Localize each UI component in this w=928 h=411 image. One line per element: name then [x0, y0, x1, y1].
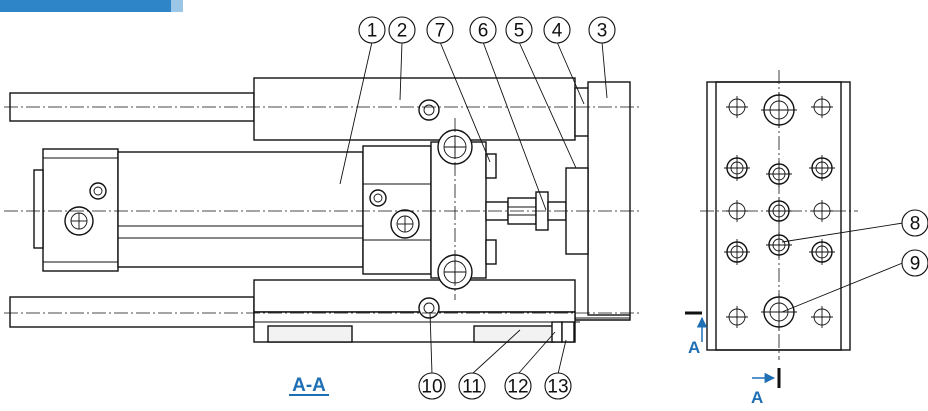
- end-view-hole: [811, 96, 833, 118]
- end-view-hole: [811, 200, 833, 222]
- cylinder-cap-lip: [33, 169, 44, 249]
- balloon-number: 2: [397, 21, 408, 42]
- cut-label-left: A: [688, 338, 700, 357]
- header-tab-fold: [171, 0, 183, 12]
- spacer-4: [574, 87, 590, 137]
- bumper-lower: [485, 239, 497, 265]
- head-port-small: [369, 189, 387, 207]
- balloon-number: 10: [421, 377, 442, 398]
- end-view-hole: [766, 232, 792, 258]
- base-pocket-right: [473, 325, 555, 343]
- cylinder-tube: [117, 151, 364, 268]
- balloon-number: 12: [507, 377, 528, 398]
- balloon-number: 1: [367, 21, 378, 42]
- leader-lines: [339, 41, 906, 375]
- balloon-number: 7: [435, 21, 446, 42]
- balloon-3: 3: [588, 16, 616, 44]
- body-bolt-upper: [418, 99, 440, 121]
- rear-head-block: [362, 145, 432, 275]
- lower-body-block: [253, 279, 576, 313]
- header-tab: [0, 0, 183, 12]
- wiper-13: [561, 321, 575, 343]
- cap-port: [64, 206, 94, 236]
- balloon-2: 2: [388, 16, 416, 44]
- cut-label-bottom: A: [751, 388, 763, 406]
- section-view: [4, 77, 640, 343]
- end-plate: [587, 81, 631, 316]
- cap-port-small: [89, 182, 107, 200]
- balloon-8: 8: [901, 209, 928, 237]
- balloon-number: 4: [552, 21, 563, 42]
- section-title: A-A: [292, 375, 326, 396]
- end-view-hole: [726, 306, 748, 328]
- balloon-13: 13: [544, 372, 572, 400]
- lower-guide-rod: [9, 296, 255, 328]
- upper-body-block: [253, 77, 576, 141]
- end-view-hole: [726, 96, 748, 118]
- balloon-11: 11: [458, 372, 486, 400]
- balloon-4: 4: [543, 16, 571, 44]
- seal-12: [551, 321, 563, 343]
- balloon-6: 6: [469, 16, 497, 44]
- end-view-hole: [724, 239, 750, 265]
- balloon-number: 9: [910, 254, 921, 275]
- cutting-plane-left: A: [685, 311, 708, 357]
- end-view-hole: [766, 198, 792, 224]
- end-view-hole: [811, 306, 833, 328]
- end-view-hole: [766, 161, 792, 187]
- balloon-number: 6: [478, 21, 489, 42]
- cutting-plane-bottom: A: [751, 368, 781, 407]
- balloon-1: 1: [358, 16, 386, 44]
- balloon-7: 7: [426, 16, 454, 44]
- bumper-7: [485, 153, 497, 179]
- end-view-hole: [724, 155, 750, 181]
- balloon-12: 12: [504, 372, 532, 400]
- balloon-number: 11: [462, 377, 482, 398]
- end-view-hole: [809, 239, 835, 265]
- end-view-hole: [761, 294, 797, 330]
- end-view-inner: [715, 81, 842, 351]
- balloon-number: 3: [597, 21, 608, 42]
- balloon-number: 8: [910, 214, 921, 235]
- body-bolt-lower: [418, 297, 440, 319]
- balloon-number: 5: [514, 21, 525, 42]
- end-view-hole: [809, 155, 835, 181]
- head-port: [390, 209, 420, 239]
- end-view: [700, 70, 858, 360]
- balloon-5: 5: [505, 16, 533, 44]
- balloon-number: 13: [547, 377, 568, 398]
- balloon-10: 10: [418, 372, 446, 400]
- base-pocket-left: [267, 325, 353, 343]
- end-view-hole: [761, 92, 797, 128]
- balloon-9: 9: [901, 249, 928, 277]
- end-view-hole: [726, 200, 748, 222]
